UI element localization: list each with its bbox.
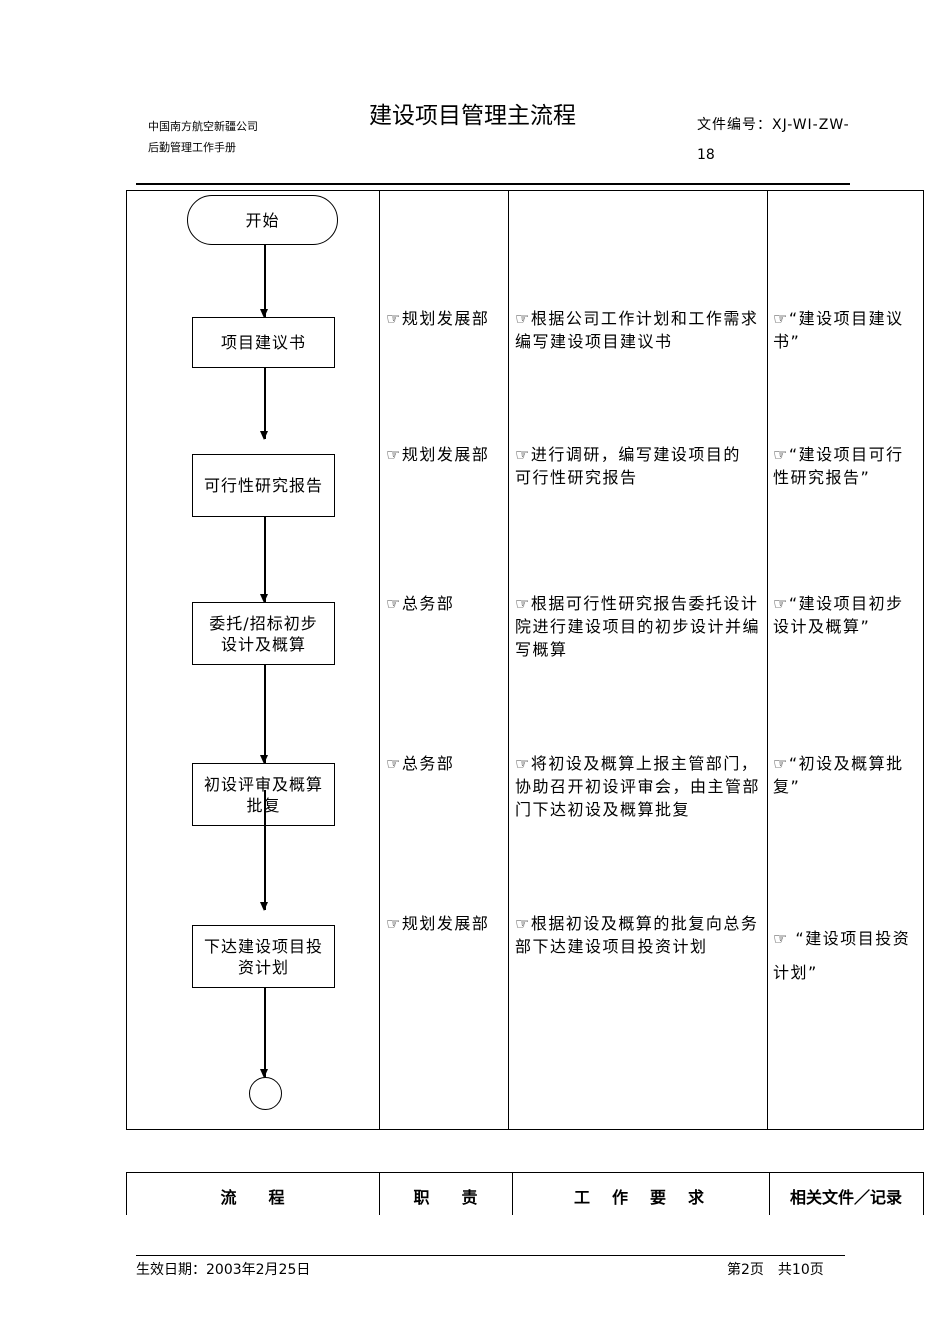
row-document: ☞“建设项目初步设计及概算”	[773, 594, 904, 636]
col-divider	[923, 1172, 924, 1215]
column-header-work: 工 作 要 求	[573, 1188, 707, 1207]
flow-arrow	[261, 664, 267, 764]
header-rule	[136, 183, 850, 185]
flow-arrow	[261, 790, 267, 911]
page-number: 第2页 共10页	[727, 1262, 824, 1278]
column-header-flow: 流 程	[220, 1188, 285, 1207]
col-divider	[126, 1172, 127, 1215]
flow-arrow	[261, 244, 267, 318]
doc-number-cont: 18	[697, 147, 715, 163]
col-divider	[512, 1172, 513, 1215]
flow-step: 下达建设项目投资计划	[192, 925, 335, 988]
flow-arrow	[261, 516, 267, 603]
company-name: 中国南方航空新疆公司	[148, 120, 258, 133]
column-header-duty: 职 责	[413, 1188, 478, 1207]
row-document: ☞“初设及概算批复”	[773, 754, 904, 796]
effective-date: 生效日期：2003年2月25日	[136, 1262, 311, 1278]
col-divider	[379, 190, 380, 1130]
col-divider	[508, 190, 509, 1130]
row-requirement: ☞根据公司工作计划和工作需求编写建设项目建议书	[515, 309, 759, 351]
flow-step: 可行性研究报告	[192, 454, 335, 517]
flow-step: 项目建议书	[192, 317, 335, 368]
flow-arrow	[261, 352, 267, 440]
flow-start: 开始	[187, 195, 338, 245]
column-header-docs: 相关文件／记录	[789, 1188, 902, 1207]
flow-step: 委托/招标初步设计及概算	[192, 602, 335, 665]
row-document: ☞“建设项目建议书”	[773, 309, 904, 351]
flow-end	[249, 1077, 282, 1110]
row-document: ☞“建设项目可行性研究报告”	[773, 445, 904, 487]
col-divider	[769, 1172, 770, 1215]
row-document: ☞ “建设项目投资计划”	[773, 929, 911, 982]
row-role: ☞规划发展部	[386, 914, 490, 933]
header-table-top	[126, 1172, 924, 1173]
row-requirement: ☞进行调研，编写建设项目的 可行性研究报告	[515, 445, 741, 487]
footer-rule	[136, 1255, 845, 1256]
row-requirement: ☞根据可行性研究报告委托设计院进行建设项目的初步设计并编写概算	[515, 594, 761, 659]
row-requirement: ☞将初设及概算上报主管部门，协助召开初设评审会，由主管部门下达初设及概算批复	[515, 754, 761, 819]
flow-table	[126, 190, 924, 1130]
row-role: ☞总务部	[386, 594, 455, 613]
flow-arrow	[261, 987, 267, 1078]
col-divider	[379, 1172, 380, 1215]
col-divider	[767, 190, 768, 1130]
row-role: ☞规划发展部	[386, 309, 490, 328]
row-role: ☞规划发展部	[386, 445, 490, 464]
row-requirement: ☞根据初设及概算的批复向总务部下达建设项目投资计划	[515, 914, 759, 956]
manual-name: 后勤管理工作手册	[148, 141, 236, 154]
doc-number: 文件编号：XJ-WI-ZW-	[697, 117, 850, 133]
flow-step: 初设评审及概算批复	[192, 763, 335, 826]
row-role: ☞总务部	[386, 754, 455, 773]
page-title: 建设项目管理主流程	[369, 103, 576, 129]
